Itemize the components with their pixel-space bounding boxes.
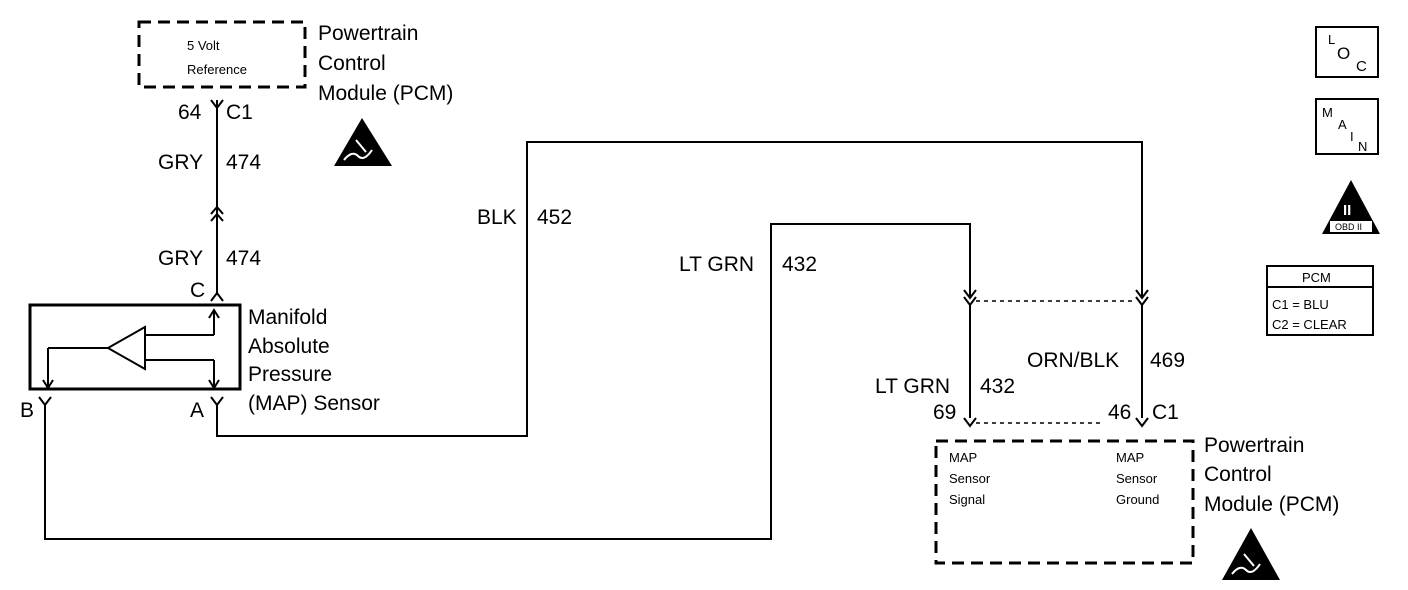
- main-badge-n: N: [1358, 139, 1367, 154]
- wire-lt-grn-lower-color: LT GRN: [875, 375, 950, 398]
- wire-lt-grn-upper-color: LT GRN: [679, 253, 754, 276]
- pcm-top-title: Powertrain: [318, 22, 418, 45]
- wire-lt-grn-upper-circuit: 432: [782, 253, 817, 276]
- connector-terminal-icon: [210, 396, 224, 407]
- pcm-top-module: 5 Volt Reference Powertrain Control Modu…: [137, 20, 453, 166]
- map-sensor-pin-b: B: [20, 399, 34, 422]
- wire-blk-452: [216, 141, 1143, 437]
- wire-gry-lower-circuit: 474: [226, 247, 261, 270]
- map-signal-label: Sensor: [949, 471, 991, 486]
- wire-gry-upper-color: GRY: [158, 151, 203, 174]
- wire-gry-upper-circuit: 474: [226, 151, 261, 174]
- pcm-top-dashed-box: [137, 20, 307, 89]
- obd-text: OBD II: [1335, 222, 1362, 232]
- map-sensor-title: Manifold: [248, 306, 327, 329]
- main-badge: M A I N: [1315, 98, 1379, 155]
- obd-ii-badge: II OBD II: [1322, 180, 1380, 234]
- pin-number-label: 69: [933, 401, 956, 424]
- map-sensor-box: [28, 303, 242, 391]
- main-badge-a: A: [1338, 117, 1347, 132]
- loc-badge-o: O: [1337, 44, 1350, 63]
- esd-warning-icon: [1222, 528, 1280, 580]
- pcm-top-title: Control: [318, 52, 386, 75]
- connector-terminal-icon: [1135, 417, 1149, 428]
- pcm-bottom-title: Control: [1204, 463, 1272, 486]
- pcm-top-internal-label: Reference: [187, 62, 247, 77]
- legend-c1: C1 = BLU: [1272, 297, 1329, 312]
- connector-terminal-icon: [210, 291, 224, 302]
- wire-gry-lower-color: GRY: [158, 247, 203, 270]
- pcm-connector-legend: PCM C1 = BLU C2 = CLEAR: [1266, 265, 1374, 336]
- connector-terminal-icon: [963, 417, 977, 428]
- pcm-top-internal-label: 5 Volt: [187, 38, 220, 53]
- pin-number-label: 64: [178, 101, 202, 124]
- connector-terminal-icon: [38, 396, 52, 407]
- map-ground-label: Sensor: [1116, 471, 1158, 486]
- map-ground-label: MAP: [1116, 450, 1144, 465]
- map-ground-label: Ground: [1116, 492, 1159, 507]
- pcm-top-title: Module (PCM): [318, 82, 453, 105]
- pcm-bottom-title: Powertrain: [1204, 434, 1304, 457]
- connector-label: C1: [1152, 401, 1179, 424]
- map-sensor-title: Pressure: [248, 363, 332, 386]
- main-badge-i: I: [1350, 129, 1354, 144]
- map-sensor: C Manifold Absolute Pressure (MAP) Senso…: [20, 279, 380, 422]
- loc-badge: L O C: [1315, 26, 1379, 78]
- wire-orn-blk-circuit: 469: [1150, 349, 1185, 372]
- loc-badge-l: L: [1328, 32, 1335, 47]
- map-sensor-pin-a: A: [190, 399, 204, 422]
- obd-numeral: II: [1343, 202, 1351, 219]
- wire-orn-blk-color: ORN/BLK: [1027, 349, 1119, 372]
- legend-c2: C2 = CLEAR: [1272, 317, 1347, 332]
- wire-blk-color: BLK: [477, 206, 517, 229]
- inline-connector-upper: [963, 289, 1149, 307]
- wire-blk-circuit: 452: [537, 206, 572, 229]
- pcm-top-connector: 64 C1: [178, 99, 253, 124]
- loc-badge-c: C: [1356, 58, 1367, 75]
- inline-connector-icon: [210, 205, 224, 222]
- pin-number-label: 46: [1108, 401, 1131, 424]
- pcm-bottom-module: MAP Sensor Signal MAP Sensor Ground Powe…: [934, 434, 1339, 580]
- map-signal-label: Signal: [949, 492, 985, 507]
- map-sensor-pin-c: C: [190, 279, 205, 302]
- map-sensor-title: (MAP) Sensor: [248, 392, 380, 415]
- pcm-bottom-title: Module (PCM): [1204, 493, 1339, 516]
- wire-lt-grn-432: [44, 223, 971, 540]
- map-sensor-title: Absolute: [248, 335, 330, 358]
- map-signal-label: MAP: [949, 450, 977, 465]
- connector-label: C1: [226, 101, 253, 124]
- pcm-bottom-connector: 69 46 C1: [933, 401, 1179, 428]
- legend-title: PCM: [1302, 270, 1331, 285]
- esd-warning-icon: [334, 118, 392, 166]
- main-badge-m: M: [1322, 105, 1333, 120]
- wire-lt-grn-lower-circuit: 432: [980, 375, 1015, 398]
- amplifier-icon: [42, 308, 220, 390]
